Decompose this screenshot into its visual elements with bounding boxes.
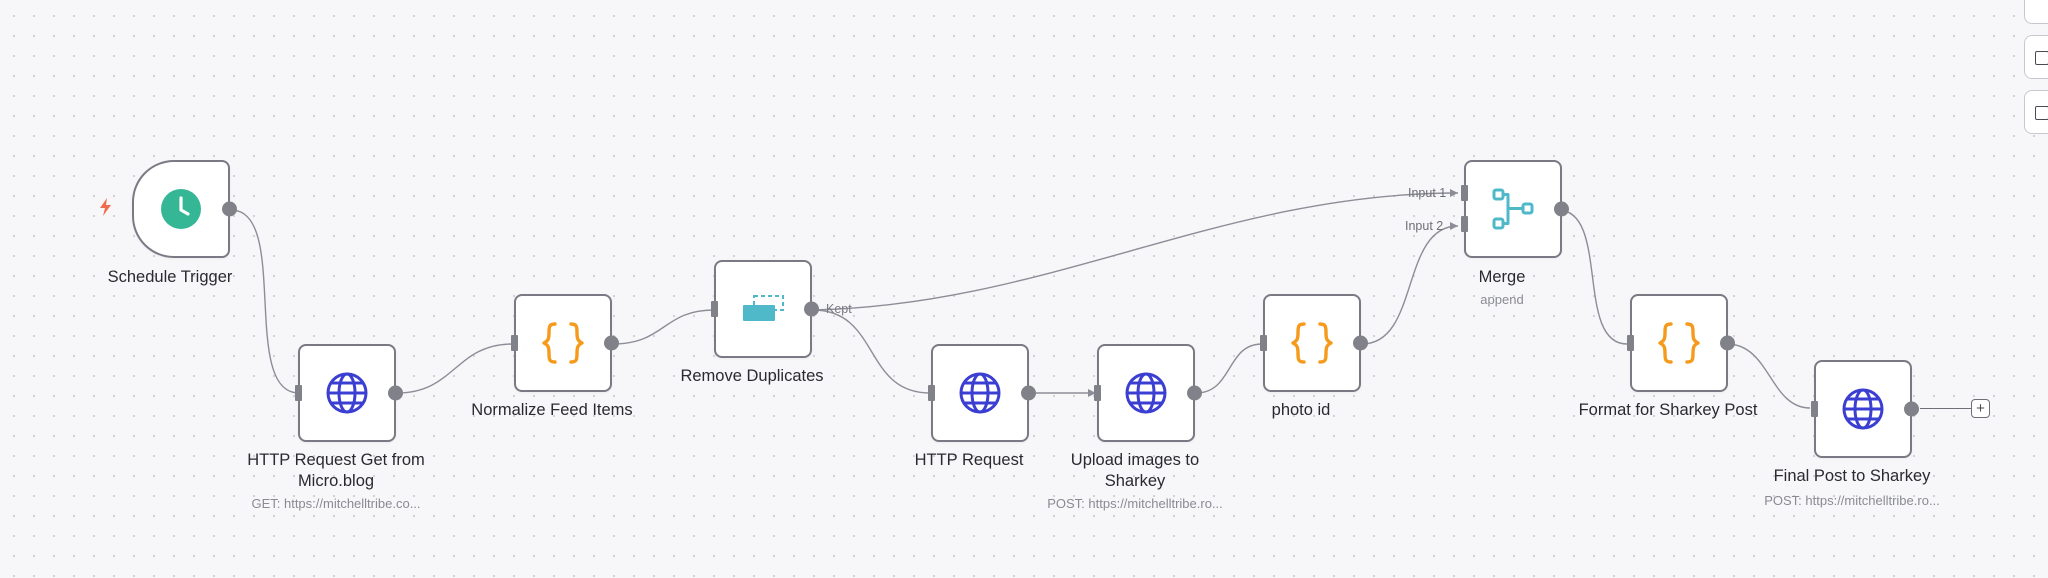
- output-port[interactable]: [1554, 201, 1569, 217]
- edge-upload-to-photo: [1195, 343, 1263, 394]
- node-remove-duplicates[interactable]: [711, 260, 819, 358]
- node-label-remove-duplicates: Remove Duplicates: [680, 367, 824, 385]
- node-photo-id[interactable]: [1260, 294, 1368, 392]
- node-merge[interactable]: [1461, 160, 1569, 258]
- node-subtitle-final-post: POST: https://mitchelltribe.ro...: [1764, 493, 1940, 508]
- globe-icon: [1124, 371, 1168, 415]
- output-port[interactable]: [222, 201, 237, 217]
- output-port[interactable]: [1021, 385, 1036, 401]
- input-port[interactable]: [711, 301, 718, 317]
- node-schedule-trigger[interactable]: [132, 160, 237, 258]
- output-port[interactable]: [388, 385, 403, 401]
- globe-icon: [1841, 387, 1885, 431]
- clock-icon: [160, 188, 202, 230]
- node-upload-images[interactable]: [1094, 344, 1202, 442]
- merge-icon: [1491, 187, 1535, 231]
- node-label-photo-id: photo id: [1271, 401, 1331, 419]
- input-port-1[interactable]: [1461, 185, 1468, 202]
- input-port[interactable]: [511, 335, 518, 351]
- edge-http-get-to-normalize: [396, 343, 514, 394]
- output-label-kept: Kept: [826, 302, 852, 316]
- merge-input-label-2: Input 2: [1405, 219, 1444, 233]
- output-port[interactable]: [1353, 335, 1368, 351]
- output-port[interactable]: [1904, 401, 1919, 417]
- edge-schedule-to-http-get: [230, 209, 300, 394]
- globe-icon: [958, 371, 1002, 415]
- input-port[interactable]: [295, 385, 302, 401]
- output-port[interactable]: [1720, 335, 1735, 351]
- remove-duplicates-icon: [741, 295, 785, 323]
- edge-normalize-to-dedupe: [612, 309, 715, 345]
- output-port[interactable]: [804, 301, 819, 317]
- edge-dedupe-to-merge-input1: [812, 192, 1459, 311]
- node-subtitle-http-request-get: GET: https://mitchelltribe.co...: [251, 496, 421, 511]
- input-port-2[interactable]: [1461, 216, 1468, 233]
- globe-icon: [325, 371, 369, 415]
- node-format-for-sharkey[interactable]: [1627, 294, 1735, 392]
- node-label-normalize-feed-items: Normalize Feed Items: [471, 401, 633, 419]
- input-port[interactable]: [1260, 335, 1267, 351]
- node-http-request-get[interactable]: [295, 344, 403, 442]
- node-label-http-request-get: HTTP Request Get from Micro.blog: [247, 451, 425, 490]
- input-port[interactable]: [1094, 385, 1101, 401]
- node-label-schedule-trigger: Schedule Trigger: [107, 268, 233, 286]
- code-braces-icon: [1658, 321, 1700, 365]
- add-node-button[interactable]: +: [1971, 399, 1990, 418]
- output-port[interactable]: [604, 335, 619, 351]
- canvas-control-button-top[interactable]: [2024, 0, 2048, 24]
- node-label-merge: Merge: [1478, 268, 1526, 286]
- input-port[interactable]: [1811, 401, 1818, 417]
- canvas-control-button-zoom-fit[interactable]: [2024, 35, 2048, 79]
- output-port[interactable]: [1187, 385, 1202, 401]
- canvas-control-button-zoom[interactable]: [2024, 90, 2048, 134]
- node-label-http-request: HTTP Request: [914, 451, 1024, 469]
- node-final-post[interactable]: [1811, 360, 1919, 458]
- node-label-format-for-sharkey: Format for Sharkey Post: [1578, 401, 1758, 419]
- merge-input-label-1: Input 1: [1408, 186, 1447, 200]
- node-label-final-post: Final Post to Sharkey: [1773, 467, 1931, 485]
- node-http-request[interactable]: [928, 344, 1036, 442]
- node-subtitle-merge: append: [1480, 292, 1524, 307]
- code-braces-icon: [1291, 321, 1333, 365]
- node-normalize-feed-items[interactable]: [511, 294, 619, 392]
- edge-format-to-final: [1726, 343, 1811, 409]
- node-subtitle-upload-images: POST: https://mitchelltribe.ro...: [1047, 496, 1223, 511]
- input-port[interactable]: [928, 385, 935, 401]
- input-port[interactable]: [1627, 335, 1634, 351]
- node-label-upload-images: Upload images to Sharkey: [1070, 451, 1200, 490]
- trigger-bolt-icon: [98, 197, 114, 222]
- code-braces-icon: [542, 321, 584, 365]
- add-node-connector: [1920, 408, 1972, 409]
